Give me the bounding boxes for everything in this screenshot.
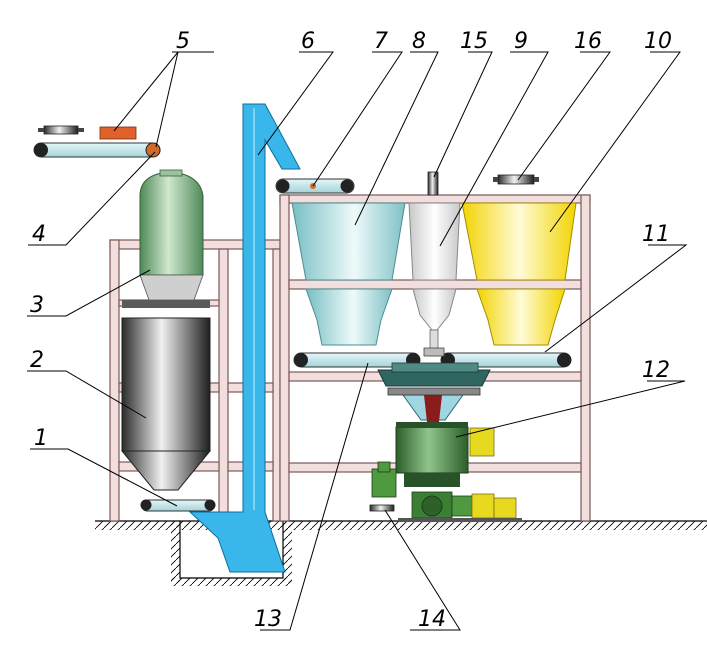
label-12: 12 (642, 358, 670, 383)
label-16: 16 (574, 29, 602, 54)
label-6: 6 (301, 29, 315, 54)
ground (95, 520, 707, 586)
conveyor-7 (275, 178, 355, 194)
roller-16 (493, 174, 539, 185)
label-15: 15 (460, 29, 488, 54)
green-tank (122, 169, 210, 308)
conveyor-1 (140, 499, 216, 512)
label-2: 2 (30, 348, 44, 373)
label-9: 9 (514, 29, 528, 54)
label-14: 14 (418, 607, 446, 632)
label-10: 10 (644, 29, 672, 54)
label-1: 1 (34, 426, 48, 451)
steel-silo (120, 317, 212, 491)
pipe-15 (427, 171, 439, 196)
label-3: 3 (30, 293, 44, 318)
label-4: 4 (32, 222, 46, 247)
hopper-10 (461, 202, 577, 346)
label-11: 11 (642, 222, 670, 247)
feeder (377, 347, 491, 422)
conveyor-4 (33, 125, 161, 158)
leader-lines (27, 51, 688, 631)
callout-labels: 5 4 3 2 1 6 7 8 15 9 16 10 11 12 13 14 (30, 29, 672, 632)
label-5: 5 (176, 29, 190, 54)
label-13: 13 (254, 607, 282, 632)
label-7: 7 (374, 29, 388, 54)
hopper-8 (291, 202, 406, 346)
part-14 (369, 504, 395, 512)
mill-12 (371, 422, 522, 522)
bucket-elevator (188, 103, 301, 573)
label-8: 8 (412, 29, 426, 54)
hopper-9 (408, 202, 461, 357)
